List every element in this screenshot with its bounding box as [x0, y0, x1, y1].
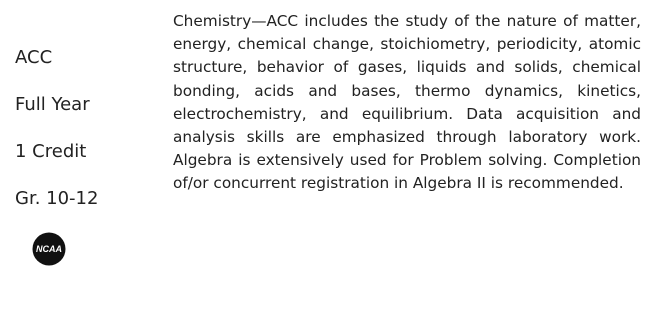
course-description: Chemistry—ACC includes the study of the …: [173, 12, 641, 193]
course-credit: 1 Credit: [15, 141, 87, 162]
svg-text:NCAA: NCAA: [36, 244, 62, 254]
course-level: ACC: [15, 47, 53, 68]
course-meta-column: ACC Full Year 1 Credit Gr. 10-12 NCAA: [15, 0, 155, 324]
course-grades: Gr. 10-12: [15, 188, 99, 209]
course-term: Full Year: [15, 94, 90, 115]
ncaa-logo-icon: NCAA: [32, 232, 66, 266]
